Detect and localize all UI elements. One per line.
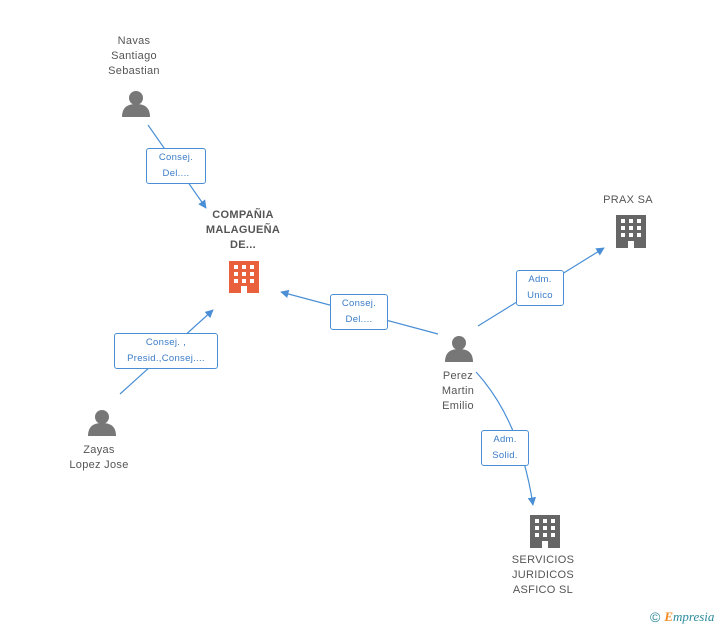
edge-label-line: Presid.,Consej.... <box>127 353 205 364</box>
edge-line-perez-servicios <box>475 371 537 506</box>
node-label-line: Navas <box>117 35 151 47</box>
edge-label-navas-company[interactable]: Consej. Del.... <box>146 148 206 184</box>
node-label-line: Emilio <box>442 400 474 412</box>
building-icon[interactable] <box>229 261 259 293</box>
person-icon[interactable] <box>88 410 116 436</box>
person-icon[interactable] <box>445 336 473 362</box>
edge-label-perez-company[interactable]: Consej. Del.... <box>330 294 388 330</box>
edge-label-line: Consej. <box>158 152 194 163</box>
edge-label-line: Solid. <box>492 450 518 461</box>
node-label-line: Martin <box>441 385 475 397</box>
edge-label-line: Unico <box>527 290 553 301</box>
edge-label-perez-servicios[interactable]: Adm. Solid. <box>481 430 529 466</box>
edge-label-line: Adm. <box>493 434 517 445</box>
node-label-navas[interactable]: Navas Santiago Sebastian <box>90 34 178 79</box>
node-label-line: Santiago <box>111 50 157 62</box>
node-label-zayas[interactable]: Zayas Lopez Jose <box>52 443 146 473</box>
node-label-line: COMPAÑIA <box>212 209 274 221</box>
edge-label-line: Adm. <box>528 274 552 285</box>
node-label-perez[interactable]: Perez Martin Emilio <box>420 369 496 414</box>
node-label-line: MALAGUEÑA <box>205 224 281 236</box>
node-label-servicios[interactable]: SERVICIOS JURIDICOS ASFICO SL <box>494 553 592 598</box>
edge-label-line: Consej. , <box>145 337 187 348</box>
node-label-company-main[interactable]: COMPAÑIA MALAGUEÑA DE... <box>190 208 296 253</box>
brand-footer: © Empresia <box>650 609 714 625</box>
node-label-line: Zayas <box>83 444 115 456</box>
node-label-line: Lopez Jose <box>69 459 129 471</box>
brand-logo-initial: E <box>664 609 673 624</box>
person-icon[interactable] <box>122 91 150 117</box>
brand-logo-rest: mpresia <box>673 609 715 624</box>
node-label-line: JURIDICOS <box>512 569 574 581</box>
copyright-icon: © <box>650 609 661 625</box>
edge-label-line: Consej. <box>341 298 377 309</box>
building-icon[interactable] <box>530 515 560 548</box>
node-label-line: PRAX SA <box>603 194 653 206</box>
node-label-line: DE... <box>230 239 256 251</box>
edge-label-line: Del.... <box>345 314 373 325</box>
brand-logo: Empresia <box>664 609 714 625</box>
building-icon[interactable] <box>616 215 646 248</box>
node-label-line: Sebastian <box>108 65 160 77</box>
node-label-line: Perez <box>442 370 474 382</box>
node-label-line: ASFICO SL <box>512 584 574 596</box>
node-label-line: SERVICIOS <box>511 554 575 566</box>
edge-label-zayas-company[interactable]: Consej. , Presid.,Consej.... <box>114 333 218 369</box>
node-label-prax[interactable]: PRAX SA <box>588 193 668 208</box>
edge-label-perez-prax[interactable]: Adm. Unico <box>516 270 564 306</box>
edge-label-line: Del.... <box>162 168 190 179</box>
